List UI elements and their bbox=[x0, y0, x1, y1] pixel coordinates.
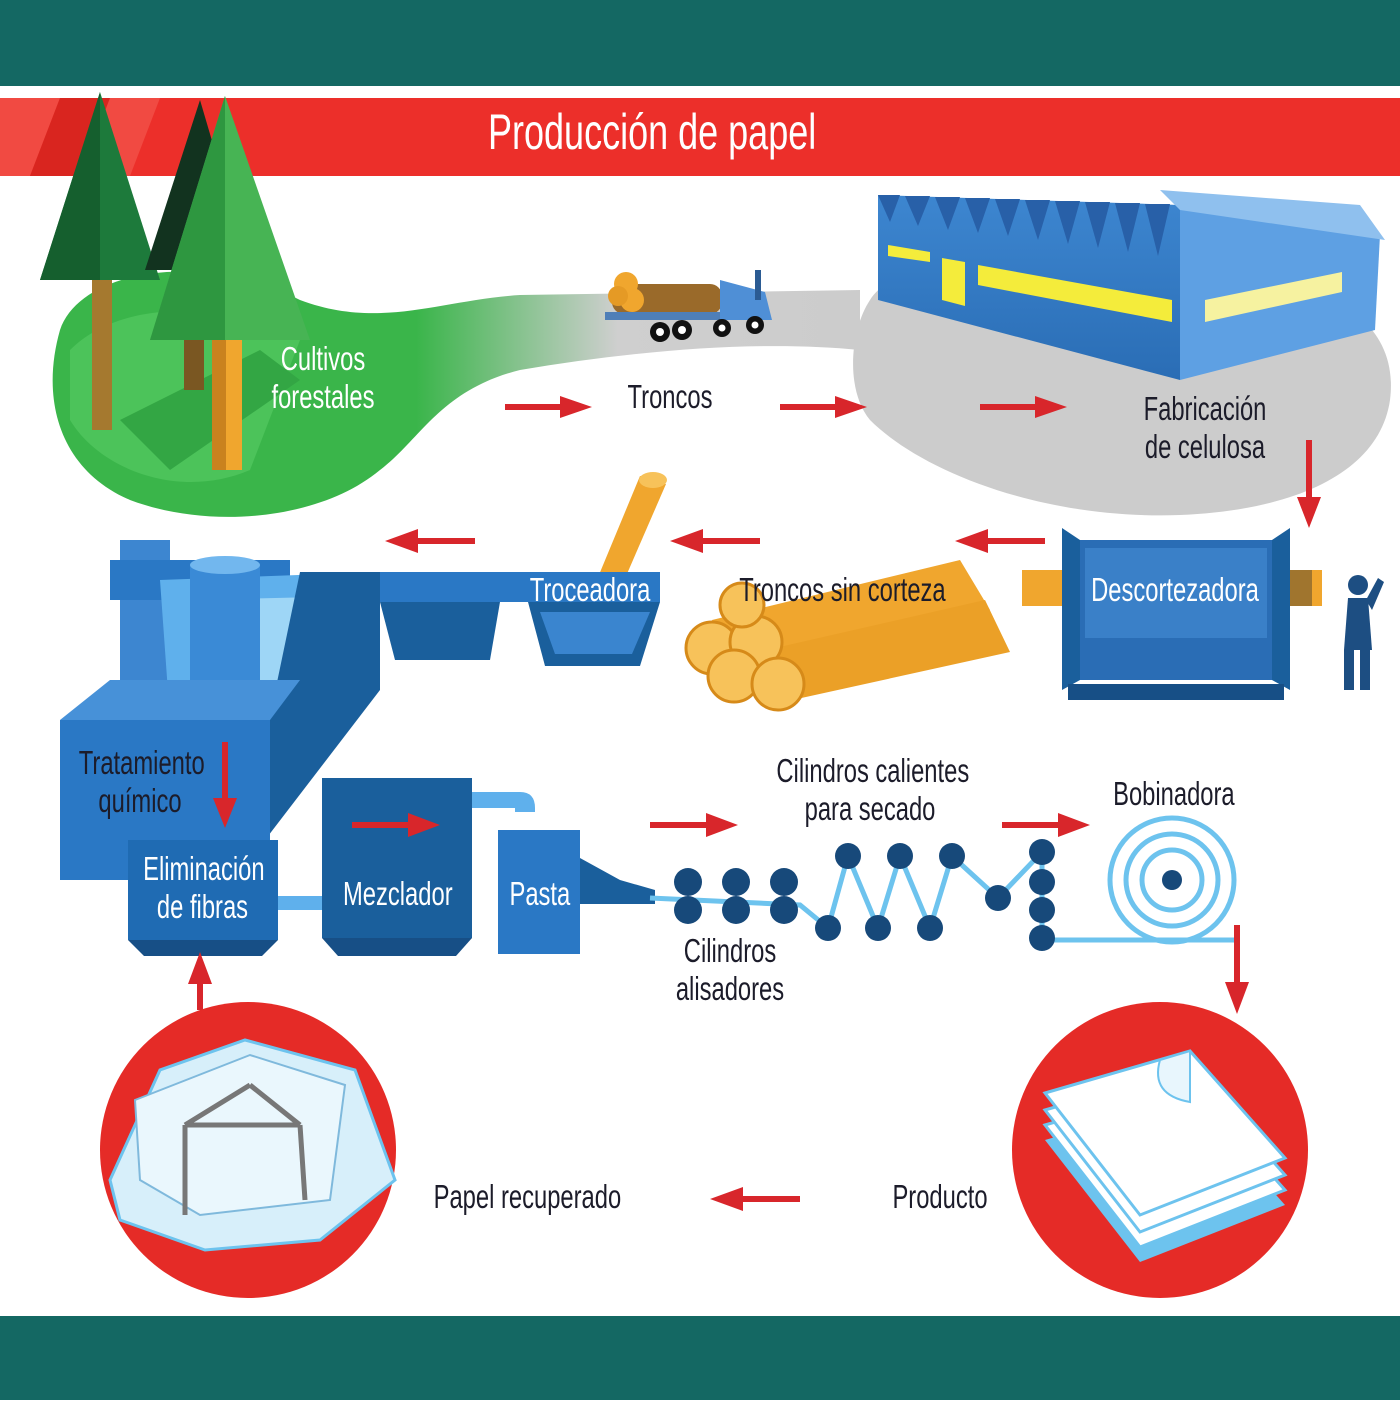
tree-icon bbox=[150, 96, 310, 470]
arrow-icon bbox=[650, 813, 1090, 837]
smoothing-rollers bbox=[674, 868, 798, 924]
page-title: Producción de papel bbox=[488, 104, 817, 160]
arrow-icon bbox=[505, 396, 1321, 528]
label-descortezadora: Descortezadora bbox=[1091, 571, 1259, 608]
chemical-treatment-unit bbox=[60, 540, 380, 880]
debarker-machine bbox=[1022, 528, 1322, 700]
label-papel-recuperado: Papel recuperado bbox=[433, 1178, 622, 1215]
tree-icon bbox=[40, 92, 160, 430]
person-icon bbox=[1344, 575, 1384, 690]
arrow-icon bbox=[213, 742, 237, 828]
recovered-paper-icon bbox=[100, 1002, 397, 1298]
label-pasta: Pasta bbox=[509, 875, 571, 912]
label-producto: Producto bbox=[892, 1178, 988, 1215]
fiber-removal-unit bbox=[128, 840, 278, 956]
arrow-icon bbox=[385, 529, 1045, 553]
label-mezclador: Mezclador bbox=[343, 875, 453, 912]
log-truck-icon bbox=[605, 270, 772, 342]
bottom-band bbox=[0, 1316, 1400, 1400]
arrow-icon bbox=[188, 925, 1249, 1211]
debarked-logs bbox=[684, 560, 1010, 712]
label-troncos: Troncos bbox=[627, 378, 713, 415]
drying-rollers bbox=[815, 839, 1055, 951]
pipe bbox=[278, 896, 323, 910]
paper-stack-icon bbox=[1012, 1002, 1308, 1298]
chipper-conveyor bbox=[300, 572, 660, 666]
mixer-unit bbox=[322, 778, 535, 956]
label-troceadora: Troceadora bbox=[529, 571, 651, 608]
factory-icon bbox=[878, 190, 1385, 380]
pulp-unit bbox=[498, 830, 655, 954]
label-bobinadora: Bobinadora bbox=[1113, 775, 1235, 812]
arrow-icon bbox=[352, 813, 440, 837]
chipper-log bbox=[596, 472, 667, 590]
label-troncos-sin-corteza: Troncos sin corteza bbox=[739, 571, 946, 608]
top-band bbox=[0, 0, 1400, 86]
paper-roll-icon bbox=[1107, 815, 1237, 945]
